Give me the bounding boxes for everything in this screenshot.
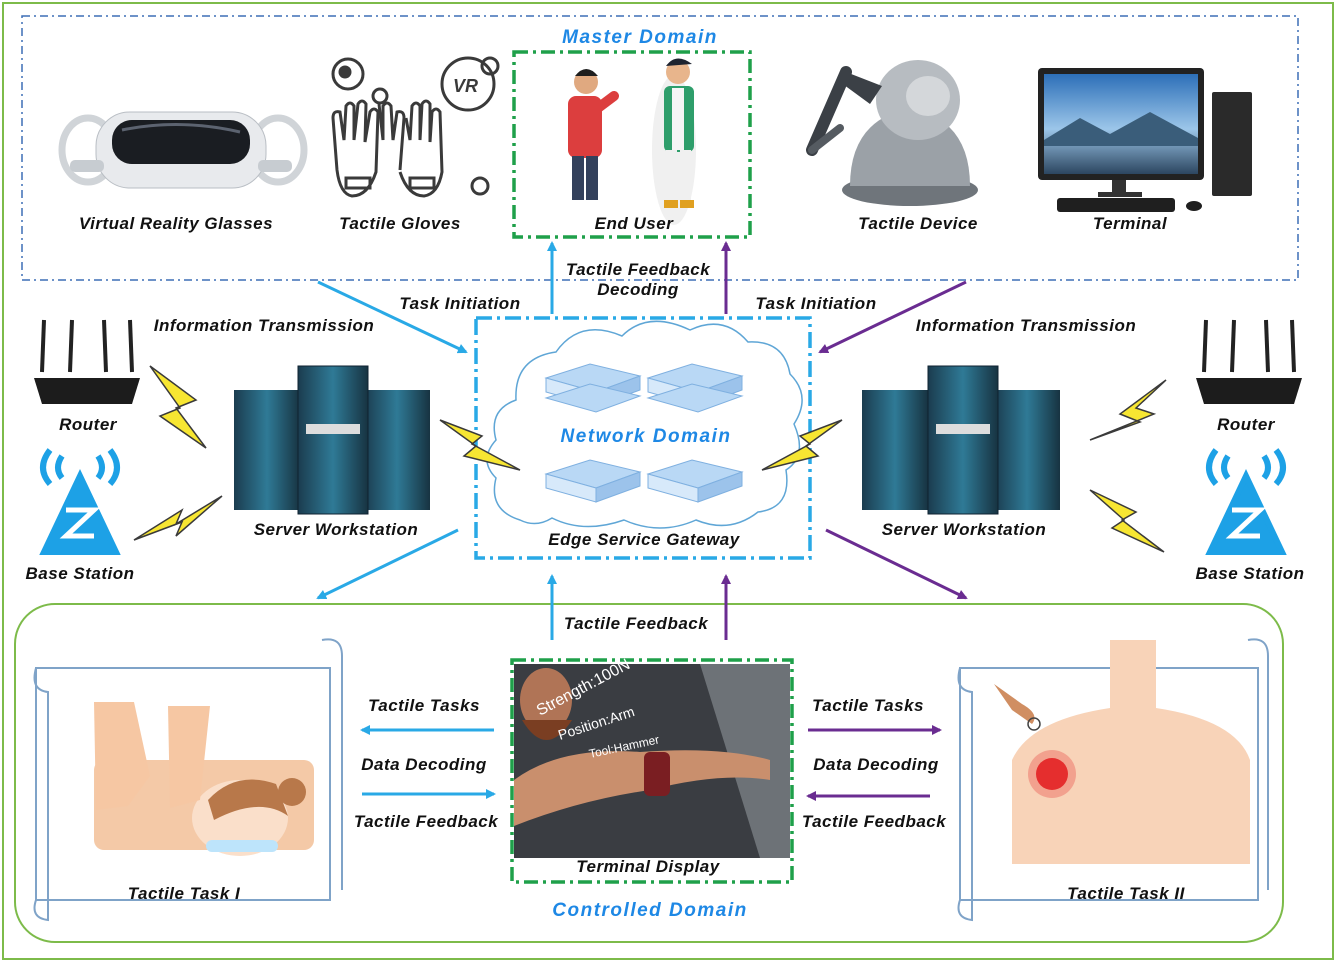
tf-decoding-line-2: Decoding [597,280,679,299]
arrow-to-task-left [316,528,459,600]
data-decoding-left-label: Data Decoding [361,755,487,774]
router-left-icon [34,319,140,404]
terminal-display-frame [510,658,794,884]
tactile-feedback-left-label: Tactile Feedback [353,812,499,831]
network-switch-icons [544,363,744,503]
controlled-domain-title: Controlled Domain [552,900,748,921]
master-domain-frame [21,15,1299,281]
master-domain-title: Master Domain [562,27,718,48]
lightning-icons [133,365,1167,553]
tactile-feedback-right-label: Tactile Feedback [801,812,947,831]
edge-gateway-label: Edge Service Gateway [548,530,740,549]
tactile-device-icon [806,60,978,206]
base-station-right-label: Base Station [1195,564,1305,583]
tactile-feedback-decoding-label: Tactile Feedback Decoding [566,260,710,300]
task-initiation-right-label: Task Initiation [755,294,877,313]
router-left-label: Router [59,415,117,434]
arrow-task-init-left [317,280,468,354]
vr-badge-icon: VR [453,76,478,96]
server-right-label: Server Workstation [881,520,1047,539]
router-right-label: Router [1217,415,1275,434]
cloud-shape [486,320,803,529]
server-right-icon [862,365,1060,515]
tactile-tasks-right-label: Tactile Tasks [811,696,925,715]
base-station-left-label: Base Station [25,564,135,583]
router-right-icon [1196,319,1302,404]
network-domain-title: Network Domain [560,426,732,447]
controlled-domain-frame [14,603,1284,943]
base-station-right-icon [1205,448,1287,555]
tf-decoding-line-1: Tactile Feedback [565,260,711,279]
server-left-label: Server Workstation [253,520,419,539]
tactile-task-1-scroll [33,638,343,922]
vr-glasses-label: Virtual Reality Glasses [78,214,274,233]
blue-arrows [316,241,557,799]
tactile-feedback-center-label: Tactile Feedback [563,614,709,633]
tactile-gloves-icon [331,56,500,198]
terminal-display-label: Terminal Display [576,857,720,876]
terminal-label: Terminal [1092,214,1168,233]
information-transmission-right-label: Information Transmission [915,316,1137,335]
data-decoding-right-label: Data Decoding [813,755,939,774]
end-user-illustration [568,58,696,225]
tactile-task-2-label: Tactile Task II [1067,884,1185,903]
purple-arrows [721,241,968,801]
end-user-label: End User [594,214,674,233]
arrow-to-task-right [825,528,968,600]
base-station-left-icon [39,448,121,555]
terminal-display-screen [514,664,790,858]
tactile-gloves-label: Tactile Gloves [339,214,461,233]
tactile-tasks-left-label: Tactile Tasks [367,696,481,715]
tactile-task-1-label: Tactile Task I [127,884,241,903]
information-transmission-left-label: Information Transmission [153,316,375,335]
server-left-icon [234,365,430,515]
task-initiation-left-label: Task Initiation [399,294,521,313]
terminal-computer-icon [1038,68,1252,212]
arrow-task-init-right [818,280,967,354]
tactile-device-label: Tactile Device [858,214,978,233]
vr-glasses-icon [58,111,308,189]
end-user-frame [512,50,752,239]
tactile-task-2-scroll [957,638,1269,922]
